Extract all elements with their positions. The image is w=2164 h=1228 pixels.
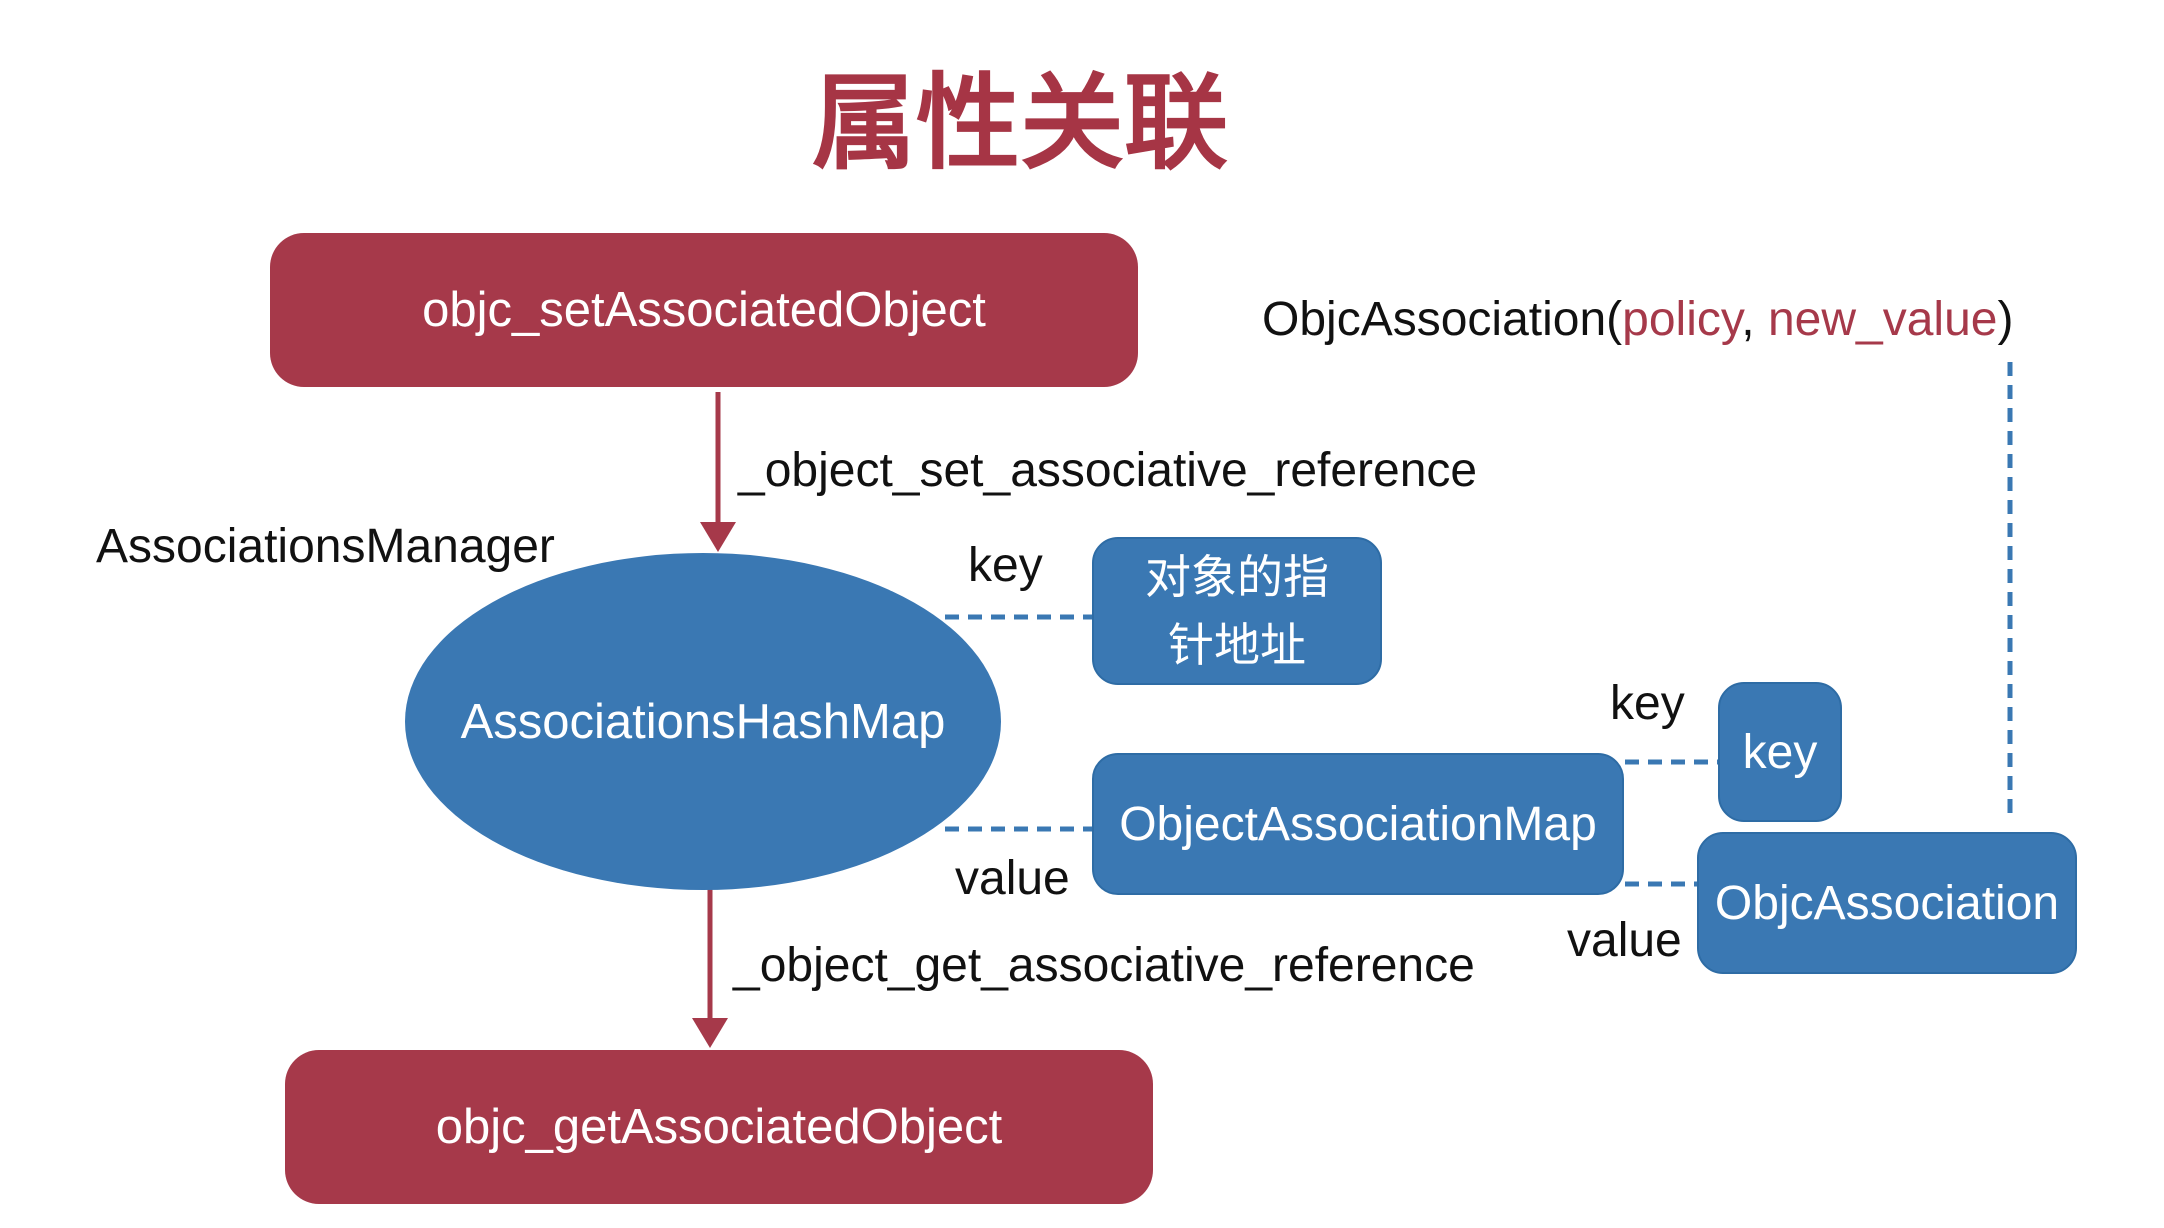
map-key-label: key bbox=[1610, 677, 1685, 730]
set-arrow-head bbox=[700, 522, 736, 552]
constructor-policy-arg: policy bbox=[1622, 293, 1742, 346]
object-pointer-node: 对象的指针地址 bbox=[1092, 537, 1382, 685]
object-association-map-label: ObjectAssociationMap bbox=[1119, 797, 1597, 851]
object-association-map-node: ObjectAssociationMap bbox=[1092, 753, 1624, 895]
set-associated-object-label: objc_setAssociatedObject bbox=[422, 283, 986, 337]
key-node: key bbox=[1718, 682, 1842, 822]
constructor-name: ObjcAssociation( bbox=[1262, 293, 1623, 346]
objc-association-constructor: ObjcAssociation(policy, new_value) bbox=[1262, 296, 2013, 344]
objc-association-label: ObjcAssociation bbox=[1714, 876, 2060, 930]
set-reference-label: _object_set_associative_reference bbox=[738, 444, 1478, 497]
get-associated-object-label: objc_getAssociatedObject bbox=[435, 1100, 1003, 1154]
associations-hashmap-label: AssociationsHashMap bbox=[460, 694, 946, 749]
get-arrow-head bbox=[692, 1018, 728, 1048]
set-associated-object-box: objc_setAssociatedObject bbox=[270, 233, 1138, 387]
objc-association-node: ObjcAssociation bbox=[1697, 832, 2077, 974]
constructor-new-value-arg: new_value bbox=[1767, 293, 1998, 346]
get-reference-label: _object_get_associative_reference bbox=[733, 939, 1475, 992]
constructor-separator: , bbox=[1741, 293, 1768, 346]
hashmap-key-label: key bbox=[968, 539, 1043, 592]
constructor-close-paren: ) bbox=[1997, 293, 2014, 346]
get-associated-object-box: objc_getAssociatedObject bbox=[285, 1050, 1153, 1204]
map-value-label: value bbox=[1567, 914, 1682, 967]
associations-manager-label: AssociationsManager bbox=[96, 520, 555, 573]
object-pointer-label: 对象的指针地址 bbox=[1145, 550, 1329, 672]
key-node-label: key bbox=[1742, 725, 1818, 779]
associations-hashmap-node: AssociationsHashMap bbox=[405, 553, 1001, 890]
hashmap-value-label: value bbox=[955, 852, 1070, 905]
page-title: 属性关联 bbox=[811, 62, 1228, 184]
